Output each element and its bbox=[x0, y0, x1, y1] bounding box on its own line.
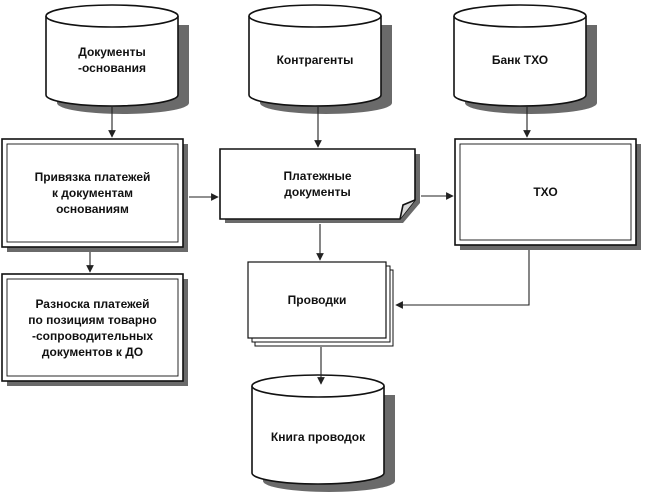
link-payments-box bbox=[1, 138, 188, 252]
payment-docs-label: Платежные документы bbox=[283, 169, 352, 199]
tho-label: ТХО bbox=[533, 185, 558, 199]
postings-stack bbox=[247, 261, 394, 347]
postings-book-label: Книга проводок bbox=[270, 430, 366, 444]
link-payments-label: Привязка платежей к документам основания… bbox=[34, 170, 151, 216]
postings-label: Проводки bbox=[287, 293, 347, 307]
payment-docs-shape bbox=[219, 148, 420, 223]
distribute-payments-box bbox=[1, 273, 188, 386]
tho-box bbox=[454, 138, 641, 250]
doc-basis-cylinder bbox=[45, 4, 189, 114]
doc-basis-label: Документы -основания bbox=[78, 45, 146, 75]
counterparties-label: Контрагенты bbox=[276, 53, 354, 67]
arrow-tho-to-postings bbox=[395, 250, 530, 309]
bank-tho-cylinder bbox=[453, 4, 597, 114]
bank-tho-label: Банк ТХО bbox=[491, 53, 549, 67]
postings-book-cylinder bbox=[251, 374, 395, 492]
distribute-payments-label: Разноска платежей по позициям товарно -с… bbox=[28, 296, 157, 359]
counterparties-cylinder bbox=[248, 4, 392, 114]
